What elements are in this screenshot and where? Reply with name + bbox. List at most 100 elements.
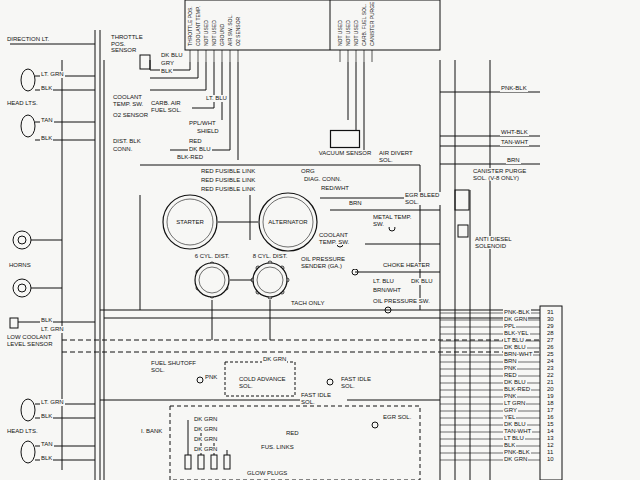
wire-label: DIAG. CONN.	[303, 176, 342, 183]
component-circle: STARTER	[162, 194, 218, 250]
wire-label: FUS. LINKS	[260, 444, 295, 451]
wire-label: YEL	[503, 414, 516, 421]
wire-label: DK GRN	[193, 446, 218, 453]
wire-label: 30	[546, 316, 555, 323]
wire-label: LT BLU	[503, 337, 525, 344]
wire-label: TAN	[40, 441, 54, 448]
wire-label: BLK	[40, 413, 53, 420]
component-label: STARTER	[175, 219, 204, 226]
terminal-name: NOT USED	[346, 19, 352, 47]
wire-label: BRN/WHT	[372, 287, 402, 294]
wire-label: RED/WHT	[320, 185, 350, 192]
wire-label: BRN	[506, 157, 521, 164]
wire-label: DK GRN	[193, 416, 218, 423]
wire-label: DK GRN	[503, 456, 528, 463]
wire-label: PNK	[503, 393, 517, 400]
wire-label: DK GRN	[193, 436, 218, 443]
wire-label: LT BLU	[503, 435, 525, 442]
wire-label: COLD ADVANCE SOL.	[238, 376, 290, 389]
terminal-name: GROUND	[220, 23, 226, 47]
wire-label: 10	[546, 456, 555, 463]
wire-label: DK BLU	[188, 146, 212, 153]
wire-label: PPL/WHT	[188, 120, 217, 127]
terminal-name: CANISTER PURGE	[370, 1, 376, 47]
wire-label: OIL PRESSURE SW.	[372, 298, 431, 305]
wire-label: DIRECTION LT.	[6, 36, 50, 43]
wire-label: 11	[546, 449, 554, 456]
wire-label: 12	[546, 442, 555, 449]
component-label: ALTERNATOR	[267, 219, 308, 226]
terminal-name: O2 SENSOR	[236, 16, 242, 47]
wire-label: 16	[546, 414, 555, 421]
wire-label: DK BLU	[410, 278, 434, 285]
wire-label: DK BLU	[503, 379, 527, 386]
component-label: 6 CYL. DIST.	[194, 253, 231, 260]
wire-label: BLK	[40, 455, 53, 462]
wire-label: BLK	[503, 442, 516, 449]
terminal-name: NOT USED	[204, 19, 210, 47]
wire-label: LT. BLU	[205, 95, 228, 102]
wire-label: COOLANT TEMP. SW.	[112, 94, 152, 107]
wire-label: SHIELD	[196, 128, 220, 135]
terminal-name: THROTTLE POS.	[188, 5, 194, 47]
terminal-name: NOT USED	[338, 19, 344, 47]
wire-label: 21	[546, 379, 555, 386]
wire-label: AIR DIVERT SOL.	[378, 150, 420, 163]
wire-label: GLOW PLUGS	[246, 470, 288, 477]
wire-label: DK BLU	[503, 344, 527, 351]
wire-label: BLK	[40, 317, 53, 324]
wire-label: LT. BLU	[372, 278, 395, 285]
wire-label: TAN-WHT	[503, 428, 532, 435]
wire-label: TACH ONLY	[290, 300, 325, 307]
wire-label: OIL PRESSURE SENDER (GA.)	[300, 256, 357, 269]
wire-label: PNK-BLK	[503, 309, 531, 316]
wire-label: CANISTER PURGE SOL. (V-8 ONLY)	[472, 168, 534, 181]
wire-label: 28	[546, 330, 555, 337]
wire-label: BLK-RED	[176, 154, 204, 161]
wire-label: 18	[546, 400, 555, 407]
wire-label: 29	[546, 323, 555, 330]
wire-label: FUEL SHUTOFF SOL.	[150, 360, 197, 373]
wire-connector	[218, 222, 258, 223]
wire-label: I. BANK	[140, 428, 163, 435]
wire-label: BLK-RED	[503, 386, 531, 393]
wire-label: 19	[546, 393, 555, 400]
wire-label: BLK	[40, 135, 53, 142]
wire-label: LT. GRN	[40, 326, 65, 333]
wire-label: PNK	[204, 374, 218, 381]
component-label: VACUUM SENSOR	[318, 150, 373, 157]
wire-label: TAN-WHT	[500, 139, 529, 146]
wire-label: 27	[546, 337, 555, 344]
wire-label: BRN	[503, 358, 518, 365]
component-circle: ALTERNATOR	[258, 192, 318, 252]
wire-label: 17	[546, 407, 555, 414]
wire-label: BLK	[160, 68, 173, 75]
wire-label: HEAD LTS.	[6, 428, 39, 435]
wire-label: DK GRN	[262, 356, 287, 363]
wire-label: DK BLU	[503, 421, 527, 428]
wire-label: FAST IDLE SOL.	[300, 392, 347, 405]
wire-label: ORG	[300, 168, 316, 175]
component-circle: 6 CYL. DIST.	[194, 262, 230, 298]
wire-label: 22	[546, 372, 555, 379]
terminal-name: CARB. FUEL SOL.	[362, 3, 368, 47]
component-outline	[194, 262, 230, 298]
wire-label: PNK	[503, 365, 517, 372]
wire-label: COOLANT TEMP. SW.	[318, 232, 365, 245]
wire-label: DK BLU	[160, 52, 184, 59]
wire-label: WHT-BLK	[500, 129, 529, 136]
wire-label: THROTTLE POS. SENSOR	[110, 34, 142, 54]
wire-label: 23	[546, 365, 555, 372]
wire-label: BRN-WHT	[503, 351, 533, 358]
wire-label: EGR BLEED SOL.	[404, 192, 446, 205]
wire-label: DK GRN	[193, 426, 218, 433]
wire-label: 31	[546, 309, 555, 316]
wire-label: TAN	[40, 117, 54, 124]
wire-label: BLK	[40, 85, 53, 92]
wire-label: 15	[546, 421, 555, 428]
wire-label: CONN.	[112, 146, 133, 153]
wire-label: GRY	[160, 60, 175, 67]
wire-label: CARB. AIR FUEL SOL.	[150, 100, 192, 113]
wire-label: HEAD LTS.	[6, 100, 39, 107]
